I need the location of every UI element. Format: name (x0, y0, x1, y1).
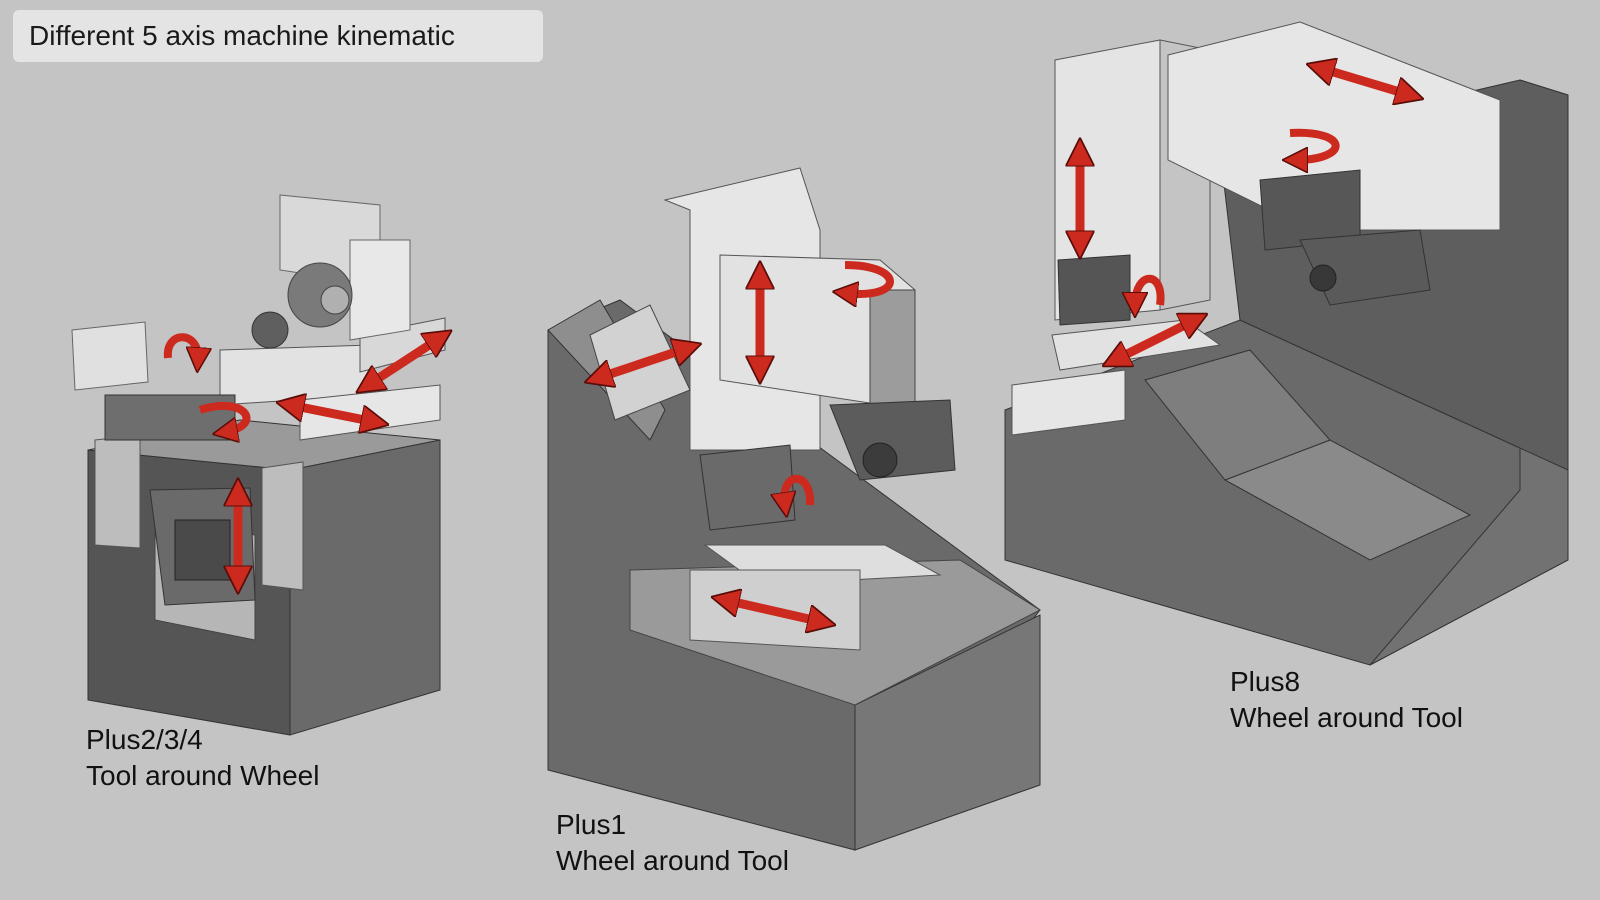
machine-plus8 (1004, 21, 1569, 666)
caption-kinematic: Tool around Wheel (86, 760, 320, 791)
caption-kinematic: Wheel around Tool (1230, 702, 1463, 733)
slide-title: Different 5 axis machine kinematic (13, 10, 543, 62)
caption-model: Plus1 (556, 809, 627, 840)
slide-title-text: Different 5 axis machine kinematic (29, 20, 455, 51)
caption-plus234: Plus2/3/4 Tool around Wheel (86, 722, 319, 794)
caption-plus8: Plus8 Wheel around Tool (1230, 664, 1463, 736)
caption-kinematic: Wheel around Tool (556, 845, 789, 876)
machine-plus234 (71, 194, 445, 736)
machine-plus1 (547, 167, 1042, 851)
caption-model: Plus8 (1230, 666, 1301, 697)
caption-plus1: Plus1 Wheel around Tool (556, 807, 789, 879)
caption-model: Plus2/3/4 (86, 724, 203, 755)
